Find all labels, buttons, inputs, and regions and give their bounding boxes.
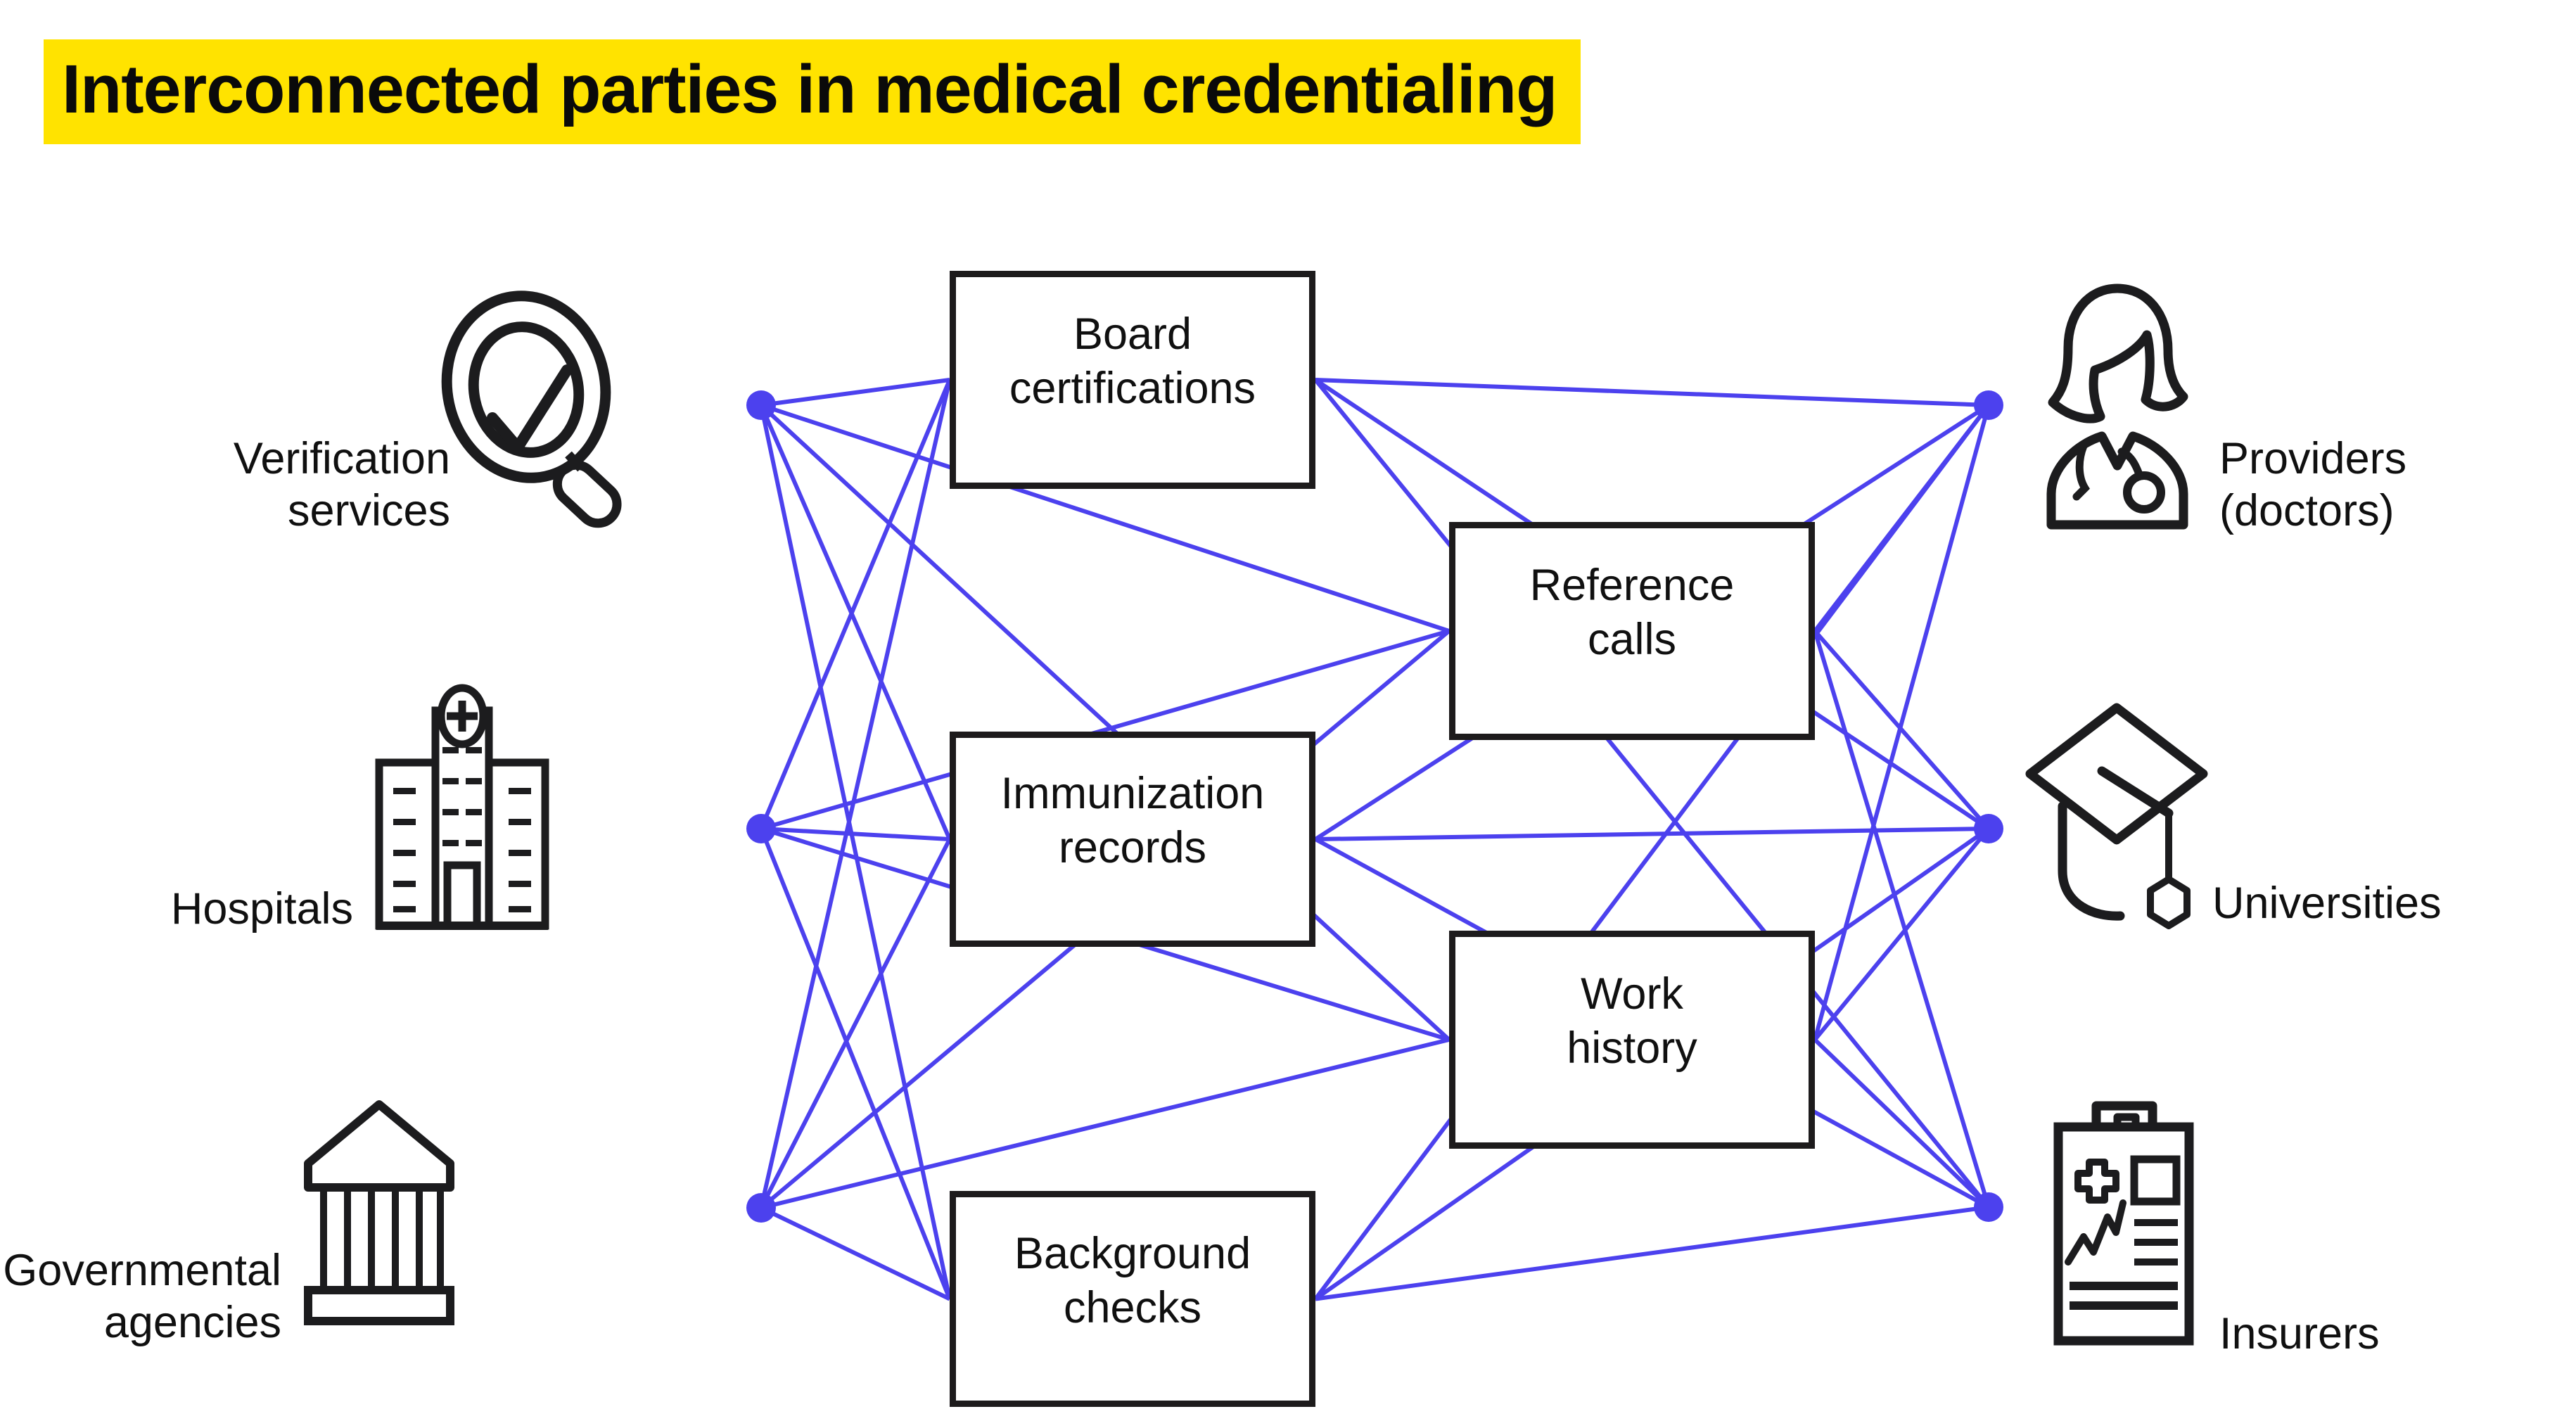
node-dot-government xyxy=(746,1193,776,1223)
edge-government-work xyxy=(760,1038,1450,1210)
edge-government-immunization xyxy=(759,838,952,1209)
edge-insurers-reference xyxy=(1813,630,1991,1208)
graduation-cap-icon xyxy=(2025,702,2209,954)
edge-verification-board xyxy=(760,378,950,407)
edge-insurers-work xyxy=(1813,1038,1991,1209)
magnifier-check-icon xyxy=(422,283,626,543)
bank-icon xyxy=(302,1099,456,1339)
edge-verification-immunization xyxy=(759,404,952,841)
edge-hospitals-reference xyxy=(760,629,1450,831)
entity-label-universities: Universities xyxy=(2212,879,2442,928)
edge-insurers-board xyxy=(1313,378,1991,1209)
entity-label-providers: Providers(doctors) xyxy=(2219,434,2407,535)
edge-verification-reference xyxy=(760,403,1450,633)
edge-hospitals-board xyxy=(759,378,952,830)
clipboard-icon xyxy=(2051,1097,2198,1348)
doctor-icon xyxy=(2044,283,2191,530)
edge-providers-board xyxy=(1315,378,1989,407)
edge-government-background xyxy=(760,1206,951,1301)
node-dot-verification xyxy=(746,390,776,420)
edge-providers-background xyxy=(1313,404,1991,1301)
node-dot-providers xyxy=(1974,390,2003,420)
entity-label-hospitals: Hospitals xyxy=(170,884,353,933)
page-title: Interconnected parties in medical creden… xyxy=(44,39,1581,144)
edge-providers-work xyxy=(1813,404,1991,1040)
node-dot-hospitals xyxy=(746,814,776,843)
hospital-icon xyxy=(375,684,549,931)
edge-verification-work xyxy=(759,403,1451,1042)
edge-universities-work xyxy=(1813,827,1991,1041)
node-dot-universities xyxy=(1974,814,2003,843)
node-dot-insurers xyxy=(1974,1192,2003,1222)
edge-insurers-background xyxy=(1315,1205,1989,1301)
entity-label-insurers: Insurers xyxy=(2219,1309,2380,1358)
edge-verification-background xyxy=(759,404,952,1300)
edge-hospitals-immunization xyxy=(760,827,950,841)
edge-government-board xyxy=(759,379,952,1209)
edge-universities-reference xyxy=(1813,630,1991,830)
edge-hospitals-background xyxy=(759,827,952,1300)
